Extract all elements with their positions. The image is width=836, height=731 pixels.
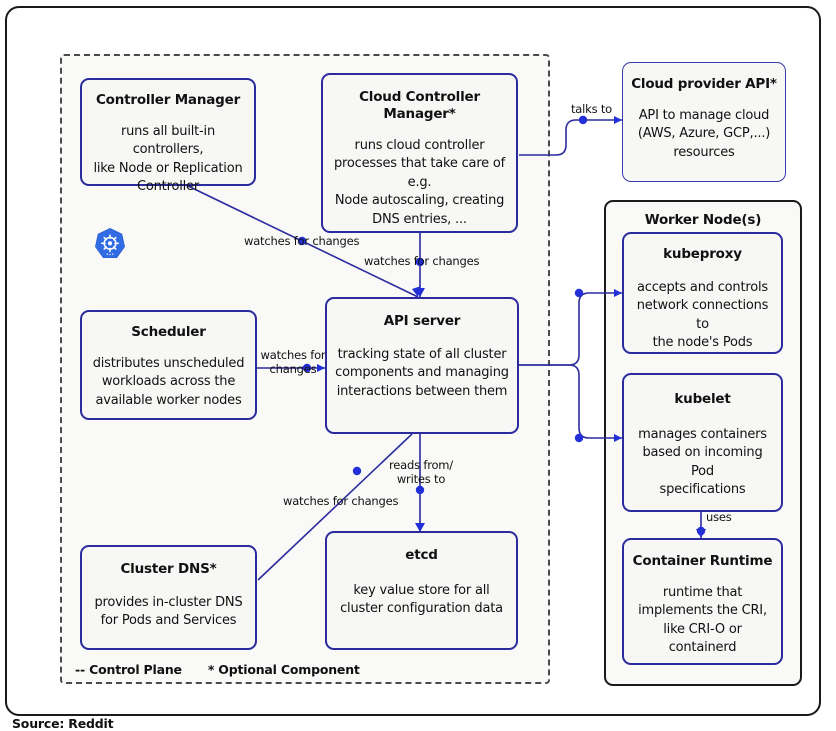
node-cloud-controller-manager[interactable]: Cloud Controller Manager* runs cloud con… [321,73,518,233]
node-body: tracking state of all cluster components… [335,346,509,399]
node-body: runs all built-in controllers, like Node… [93,123,243,195]
node-body: distributes unscheduled workloads across… [92,355,245,408]
node-body: manages containers based on incoming Pod… [638,426,767,498]
node-controller-manager[interactable]: Controller Manager runs all built-in con… [80,78,256,194]
node-body: provides in-cluster DNS for Pods and Ser… [94,594,243,629]
node-cluster-dns[interactable]: Cluster DNS* provides in-cluster DNS for… [80,545,257,650]
node-title: Container Runtime [632,553,773,569]
node-api-server[interactable]: API server tracking state of all cluster… [325,297,519,434]
node-body: key value store for all cluster configur… [340,582,503,617]
node-kubelet[interactable]: kubelet manages containers based on inco… [622,373,783,512]
node-container-runtime[interactable]: Container Runtime runtime that implement… [622,538,783,665]
node-title: Cloud Controller Manager* [359,89,480,122]
node-title: Cluster DNS* [120,561,217,577]
node-scheduler[interactable]: Scheduler distributes unscheduled worklo… [80,310,257,420]
node-cloud-provider-api[interactable]: Cloud provider API* API to manage cloud … [622,62,786,182]
node-body: runs cloud controller processes that tak… [333,137,506,227]
legend-optional-component: * Optional Component [207,662,360,677]
node-body: API to manage cloud (AWS, Azure, GCP,...… [637,107,771,160]
node-title: API server [383,313,461,329]
node-kubeproxy[interactable]: kubeproxy accepts and controls network c… [622,232,783,354]
node-title: Scheduler [131,324,206,340]
worker-node-label: Worker Node(s) [644,212,762,228]
node-title: Cloud provider API* [631,76,777,92]
source-caption: Source: Reddit [12,716,114,731]
legend-control-plane: -- Control Plane [75,662,182,677]
node-etcd[interactable]: etcd key value store for all cluster con… [325,531,518,650]
legend: -- Control Plane * Optional Component [75,662,360,677]
node-body: accepts and controls network connections… [636,279,769,351]
node-title: Controller Manager [95,92,241,108]
node-title: kubeproxy [663,246,742,262]
node-title: kubelet [674,391,731,407]
node-title: etcd [405,547,438,563]
kubernetes-logo-icon [93,227,127,261]
node-body: runtime that implements the CRI, like CR… [638,584,767,656]
